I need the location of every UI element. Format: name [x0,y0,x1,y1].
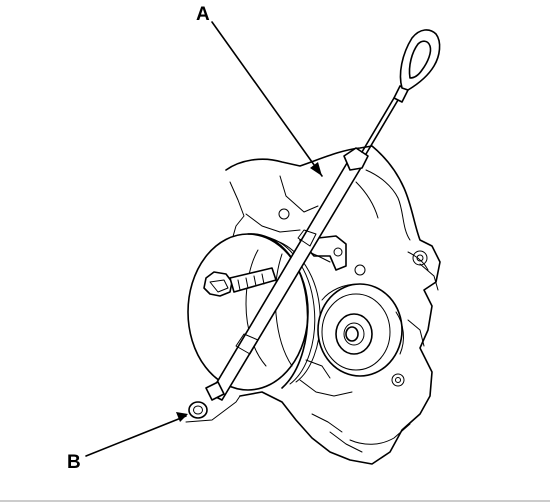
leader-line-a [211,21,323,177]
leader-line-b [85,415,187,457]
callout-b: B [67,412,188,473]
idler-pulley [317,283,404,377]
dipstick-tube [205,147,369,401]
arrowhead-b [176,412,188,422]
callout-a: A [196,4,323,177]
dipstick [361,29,441,155]
label-b: B [67,452,81,473]
pulley-bolt [203,267,277,297]
label-a: A [196,4,210,25]
lower-details [185,359,353,423]
engine-block [225,145,441,465]
o-ring-seal [188,401,208,419]
arrowhead-a [310,162,322,176]
